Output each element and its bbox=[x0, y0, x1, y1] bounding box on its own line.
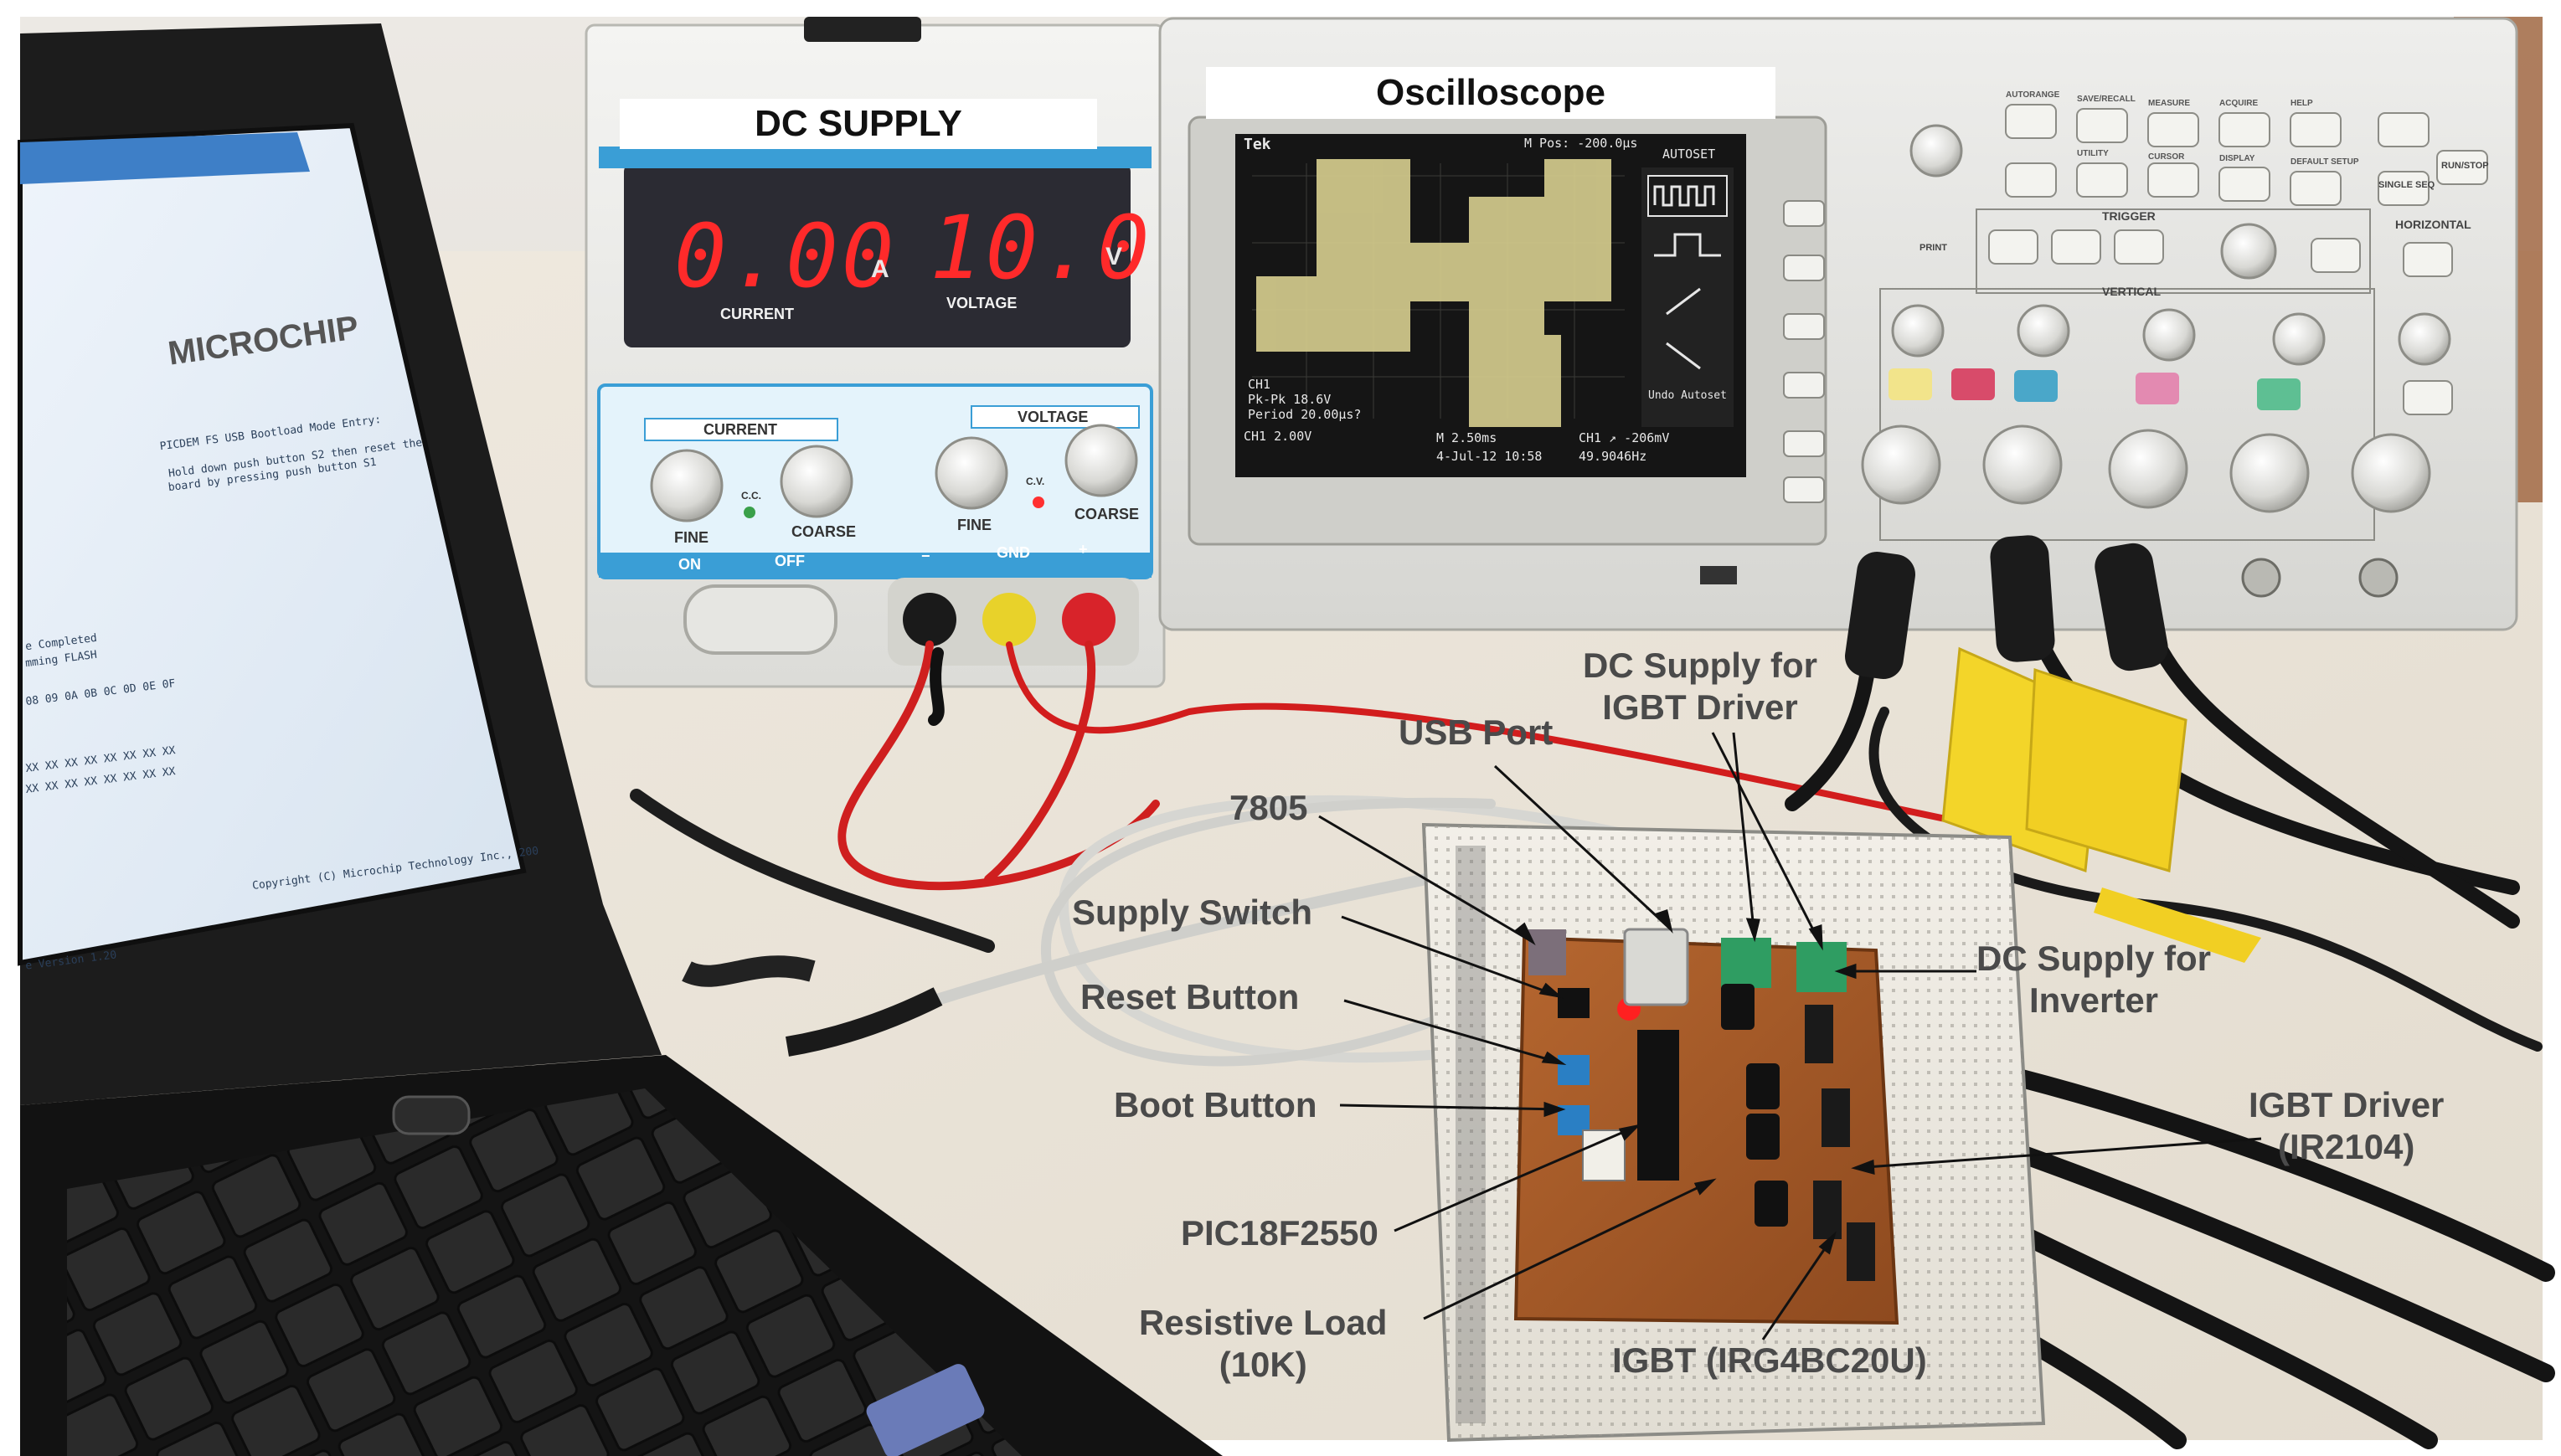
off-label: OFF bbox=[775, 553, 805, 569]
oscilloscope-banner: Oscilloscope bbox=[1206, 67, 1775, 119]
scope-ch1-period: Period 20.00µs? bbox=[1248, 407, 1362, 422]
dc-supply-banner: DC SUPPLY bbox=[620, 99, 1097, 149]
scope-trigger: CH1 ↗ -206mV bbox=[1579, 430, 1670, 445]
voltage-coarse-label: COARSE bbox=[1074, 506, 1140, 522]
scope-ch1-pkpk: Pk-Pk 18.6V bbox=[1248, 392, 1332, 407]
scope-ch1-scale: CH1 2.00V bbox=[1244, 429, 1312, 444]
scope-menu-label: MEASURE bbox=[2148, 99, 2191, 108]
scope-menu-label: CURSOR bbox=[2148, 152, 2185, 162]
scope-horizontal-group: HORIZONTAL bbox=[2395, 218, 2471, 231]
scope-ch1-label: CH1 bbox=[1248, 377, 1271, 392]
voltage-caption: VOLTAGE bbox=[946, 295, 1018, 311]
callout-resistive-load: Resistive Load (10K) bbox=[1139, 1303, 1388, 1384]
current-fine-label: FINE bbox=[674, 529, 709, 546]
current-coarse-label: COARSE bbox=[791, 523, 857, 540]
scope-probes bbox=[1845, 535, 2168, 680]
voltage-reading: 10.0 bbox=[930, 197, 1153, 299]
callout-dc-supply-inverter: DC Supply for Inverter bbox=[1976, 939, 2211, 1020]
callout-7805: 7805 bbox=[1229, 788, 1308, 827]
callout-pic: PIC18F2550 bbox=[1181, 1213, 1378, 1253]
callout-boot-button: Boot Button bbox=[1114, 1085, 1317, 1124]
scope-trigger-group: TRIGGER bbox=[2102, 209, 2156, 223]
voltage-group-label: VOLTAGE bbox=[1018, 409, 1089, 425]
cv-label: C.V. bbox=[1026, 476, 1045, 487]
oscilloscope bbox=[1158, 17, 2518, 631]
voltage-fine-label: FINE bbox=[957, 517, 992, 533]
minus-label: − bbox=[921, 548, 930, 564]
laptop bbox=[18, 23, 1223, 1456]
current-reading: 0.00 bbox=[674, 205, 898, 307]
current-unit: A bbox=[871, 255, 889, 283]
callout-arrows bbox=[1318, 732, 2262, 1340]
scope-undo: Undo Autoset bbox=[1648, 389, 1727, 402]
scope-menu-label: AUTORANGE bbox=[2006, 90, 2060, 100]
callout-igbt-driver: IGBT Driver (IR2104) bbox=[2249, 1085, 2445, 1166]
callout-reset-button: Reset Button bbox=[1080, 977, 1300, 1016]
scope-menu-label: ACQUIRE bbox=[2219, 99, 2259, 108]
on-label: ON bbox=[678, 556, 701, 573]
probe-tags bbox=[1941, 646, 2261, 963]
scope-menu-label: HELP bbox=[2290, 99, 2313, 108]
voltage-unit: V bbox=[1105, 243, 1123, 270]
scope-vertical-group: VERTICAL bbox=[2102, 285, 2161, 298]
scope-menu-label: DEFAULT SETUP bbox=[2290, 157, 2359, 167]
breadboard-assembly bbox=[1421, 822, 2046, 1443]
scope-print-label: PRINT bbox=[1919, 243, 1947, 253]
cc-label: C.C. bbox=[741, 490, 761, 502]
scope-menu-label: UTILITY bbox=[2077, 149, 2109, 158]
callout-supply-switch: Supply Switch bbox=[1072, 893, 1313, 932]
callout-igbt: IGBT (IRG4BC20U) bbox=[1612, 1340, 1927, 1380]
scope-date: 4-Jul-12 10:58 bbox=[1436, 449, 1543, 464]
plus-label: + bbox=[1079, 541, 1088, 558]
scope-timebase: M 2.50ms bbox=[1436, 430, 1497, 445]
callout-dc-supply-igbt-driver: DC Supply for IGBT Driver bbox=[1583, 646, 1817, 727]
scope-mode: AUTOSET bbox=[1662, 147, 1716, 162]
scope-run-stop-label: RUN/STOP bbox=[2441, 161, 2489, 171]
dc-power-supply bbox=[585, 17, 1166, 688]
current-caption: CURRENT bbox=[720, 306, 794, 322]
scope-trigger-pos: M Pos: -200.0µs bbox=[1524, 136, 1638, 151]
scope-menu-label: DISPLAY bbox=[2219, 154, 2255, 163]
scope-freq: 49.9046Hz bbox=[1579, 449, 1647, 464]
gnd-label: GND bbox=[997, 544, 1030, 561]
current-group-label: CURRENT bbox=[703, 421, 777, 438]
scope-brand: Tek bbox=[1244, 136, 1271, 153]
scope-menu-label: SAVE/RECALL bbox=[2077, 95, 2136, 104]
scope-single-label: SINGLE SEQ bbox=[2378, 180, 2435, 190]
callout-usb-port: USB Port bbox=[1399, 713, 1554, 752]
